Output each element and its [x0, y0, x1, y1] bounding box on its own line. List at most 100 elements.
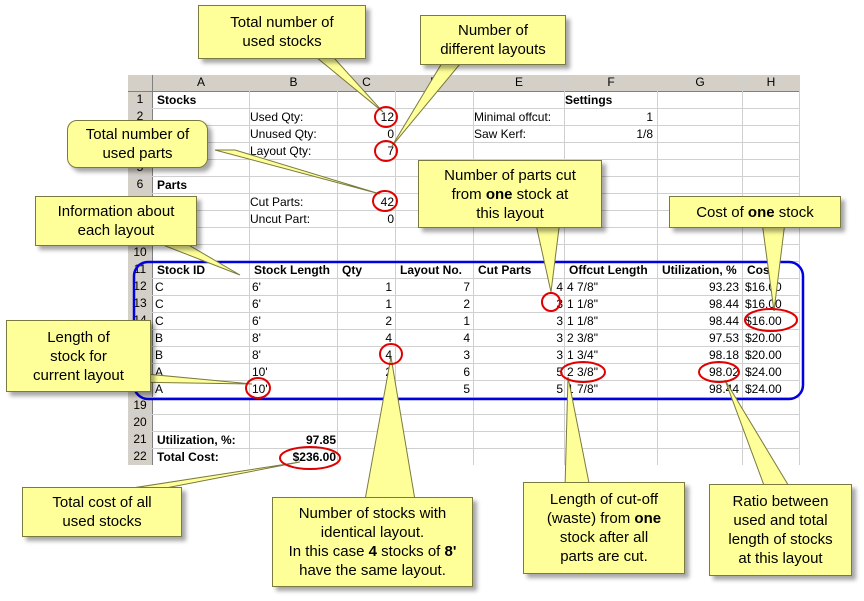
table-cell[interactable]: $20.00: [745, 331, 782, 345]
uncut-part-label: Uncut Part:: [250, 212, 311, 226]
table-cell[interactable]: 10': [252, 382, 268, 396]
table-cell[interactable]: $16.00: [745, 297, 782, 311]
table-cell[interactable]: 2: [385, 314, 392, 328]
table-cell[interactable]: 5: [556, 382, 563, 396]
cut-parts-value[interactable]: 42: [380, 195, 394, 209]
table-cell[interactable]: 6': [252, 297, 261, 311]
callout-line: have the same layout.: [299, 562, 446, 579]
layout-qty-value[interactable]: 7: [387, 144, 394, 158]
unused-qty-value[interactable]: 0: [387, 127, 394, 141]
table-cell[interactable]: 7: [463, 280, 470, 294]
table-cell[interactable]: 4: [385, 331, 392, 345]
row-header[interactable]: 1: [128, 92, 153, 109]
table-cell[interactable]: 4: [385, 348, 392, 362]
column-header[interactable]: E: [474, 75, 565, 92]
table-cell[interactable]: B: [155, 331, 164, 345]
row-header[interactable]: 10: [128, 245, 153, 262]
table-cell[interactable]: 98.44: [708, 314, 739, 328]
utilization-total[interactable]: 97.85: [305, 433, 336, 447]
cut-parts-label: Cut Parts:: [250, 195, 304, 209]
table-cell[interactable]: 1 1/8": [567, 314, 598, 328]
table-cell[interactable]: 2 3/8": [567, 331, 598, 345]
grid-line: [395, 75, 396, 465]
table-cell[interactable]: 6': [252, 314, 261, 328]
callout-line: current layout: [33, 366, 124, 384]
table-cell[interactable]: 2: [385, 365, 392, 379]
table-cell[interactable]: 8': [252, 331, 261, 345]
callout-line: Cost of one stock: [696, 203, 814, 221]
table-cell[interactable]: B: [155, 348, 164, 362]
table-cell[interactable]: 1: [385, 280, 392, 294]
table-cell[interactable]: $20.00: [745, 348, 782, 362]
utilization-label: Utilization, %:: [157, 433, 236, 447]
column-header[interactable]: C: [338, 75, 396, 92]
table-cell[interactable]: 6': [252, 280, 261, 294]
table-cell[interactable]: A: [155, 365, 164, 379]
table-cell[interactable]: 10': [252, 365, 268, 379]
column-header[interactable]: A: [153, 75, 250, 92]
table-cell[interactable]: 3: [556, 314, 563, 328]
table-cell[interactable]: C: [155, 280, 164, 294]
table-cell[interactable]: 3: [556, 331, 563, 345]
callout-line: Information about: [57, 203, 175, 220]
table-cell[interactable]: 1: [385, 297, 392, 311]
table-cell[interactable]: 8': [252, 348, 261, 362]
row-header[interactable]: 22: [128, 449, 153, 465]
table-cell[interactable]: 1 1/8": [567, 297, 598, 311]
row-header[interactable]: 13: [128, 296, 153, 313]
table-cell[interactable]: 3: [556, 297, 563, 311]
total-cost-value[interactable]: $236.00: [292, 450, 336, 464]
table-cell[interactable]: 5: [463, 382, 470, 396]
table-cell[interactable]: C: [155, 314, 164, 328]
row-header[interactable]: 6: [128, 177, 153, 194]
table-cell[interactable]: 98.44: [708, 382, 739, 396]
table-cell[interactable]: 4: [556, 280, 563, 294]
table-cell[interactable]: 98.18: [708, 348, 739, 362]
grid-line: [742, 75, 743, 465]
column-header[interactable]: F: [565, 75, 658, 92]
column-header[interactable]: D: [396, 75, 474, 92]
table-cell[interactable]: 1 3/4": [567, 348, 598, 362]
table-cell[interactable]: $24.00: [745, 365, 782, 379]
table-cell[interactable]: 2 3/8": [567, 365, 598, 379]
row-header[interactable]: 12: [128, 279, 153, 296]
table-cell[interactable]: 97.53: [708, 331, 739, 345]
column-header[interactable]: B: [250, 75, 338, 92]
column-header[interactable]: G: [658, 75, 743, 92]
table-cell[interactable]: 1 7/8": [567, 382, 598, 396]
uncut-part-value[interactable]: 0: [387, 212, 394, 226]
table-cell[interactable]: 3: [463, 348, 470, 362]
table-cell[interactable]: 4 7/8": [567, 280, 598, 294]
table-cell[interactable]: A: [155, 382, 164, 396]
callout-line: stock after all: [559, 529, 649, 546]
table-cell[interactable]: 93.23: [708, 280, 739, 294]
column-header[interactable]: H: [743, 75, 800, 92]
table-cell[interactable]: $16.00: [745, 314, 782, 328]
table-cell[interactable]: 98.02: [708, 365, 739, 379]
table-header-cell: Cut Parts: [478, 263, 532, 277]
grid-line: [128, 431, 800, 432]
layout-qty-label: Layout Qty:: [250, 144, 312, 158]
table-cell[interactable]: $24.00: [745, 382, 782, 396]
table-cell[interactable]: $16.00: [745, 280, 782, 294]
table-cell[interactable]: 4: [463, 331, 470, 345]
used-qty-value[interactable]: 12: [380, 110, 394, 124]
table-cell[interactable]: 6: [463, 365, 470, 379]
row-header[interactable]: 20: [128, 415, 153, 432]
grid-line: [564, 75, 565, 465]
table-cell[interactable]: 1: [463, 314, 470, 328]
table-cell[interactable]: 5: [556, 365, 563, 379]
table-cell[interactable]: 2: [463, 297, 470, 311]
row-header[interactable]: 11: [128, 262, 153, 279]
table-cell[interactable]: 3: [556, 348, 563, 362]
saw-kerf-value[interactable]: 1/8: [636, 127, 653, 141]
row-header[interactable]: 21: [128, 432, 153, 449]
table-cell[interactable]: 98.44: [708, 297, 739, 311]
table-cell[interactable]: 1: [385, 382, 392, 396]
minimal-offcut-value[interactable]: 1: [646, 110, 653, 124]
row-header[interactable]: 19: [128, 398, 153, 415]
select-all-corner[interactable]: [128, 75, 153, 92]
table-cell[interactable]: C: [155, 297, 164, 311]
